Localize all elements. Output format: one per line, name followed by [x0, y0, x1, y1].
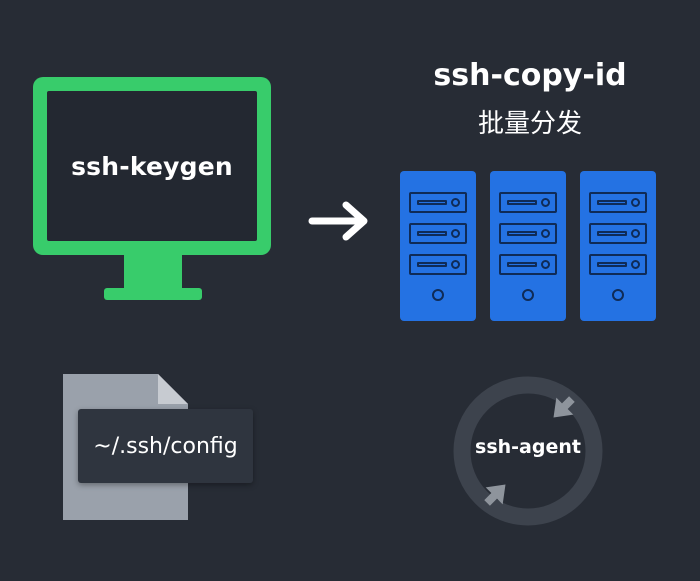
- server-slot: [409, 192, 467, 213]
- status-light: [631, 198, 640, 207]
- drive-bar: [507, 262, 537, 267]
- sync-arrows-icon: [453, 376, 603, 526]
- copy-id-subtitle: 批量分发: [477, 109, 582, 139]
- monitor-screen: ssh-keygen: [47, 91, 257, 241]
- server-icon: [580, 171, 656, 321]
- server-slot: [589, 254, 647, 275]
- power-button-icon: [432, 289, 444, 301]
- drive-bar: [507, 231, 537, 236]
- status-light: [451, 198, 460, 207]
- status-light: [541, 229, 550, 238]
- drive-bar: [597, 262, 627, 267]
- server-icon: [400, 171, 476, 321]
- monitor-icon: ssh-keygen: [33, 77, 271, 255]
- status-light: [631, 260, 640, 269]
- right-arrow-icon: [308, 201, 368, 241]
- server-slot: [499, 223, 557, 244]
- server-slot: [499, 254, 557, 275]
- config-label-box: ~/.ssh/config: [78, 409, 253, 483]
- status-light: [631, 229, 640, 238]
- server-slot: [589, 192, 647, 213]
- status-light: [451, 229, 460, 238]
- drive-bar: [417, 262, 447, 267]
- server-slot: [589, 223, 647, 244]
- drive-bar: [417, 200, 447, 205]
- config-label: ~/.ssh/config: [93, 433, 238, 459]
- drive-bar: [597, 231, 627, 236]
- server-slot: [409, 254, 467, 275]
- monitor-base: [104, 288, 202, 300]
- server-icon: [490, 171, 566, 321]
- agent-label: ssh-agent: [475, 436, 581, 458]
- copy-id-title: ssh-copy-id: [433, 58, 627, 93]
- server-slot: [409, 223, 467, 244]
- power-button-icon: [612, 289, 624, 301]
- drive-bar: [507, 200, 537, 205]
- status-light: [451, 260, 460, 269]
- drive-bar: [597, 200, 627, 205]
- power-button-icon: [522, 289, 534, 301]
- status-light: [541, 198, 550, 207]
- monitor-stand: [124, 255, 182, 289]
- drive-bar: [417, 231, 447, 236]
- status-light: [541, 260, 550, 269]
- keygen-label: ssh-keygen: [71, 151, 233, 181]
- server-slot: [499, 192, 557, 213]
